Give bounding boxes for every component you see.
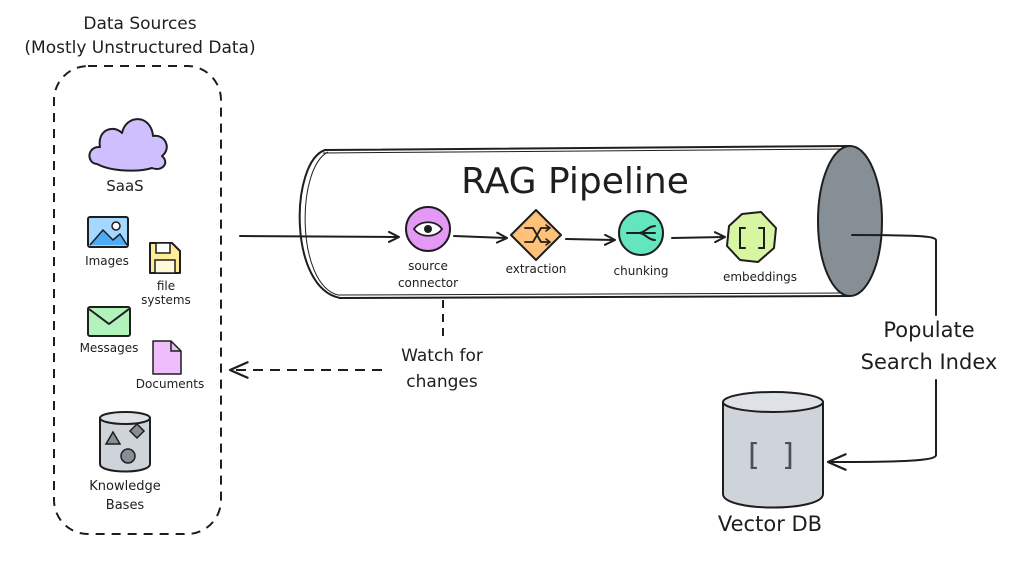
data-sources-title: Data Sources [83,14,196,34]
watch-label-line2: changes [406,372,478,392]
populate-label-line1: Populate [883,318,974,342]
image-icon [87,216,129,248]
data-sources-container [53,65,222,535]
brackets-icon [726,211,777,263]
stage-label-embeddings: embeddings [723,270,797,284]
stage-label-connector: connector [398,276,458,290]
stage-chunking: chunking [614,210,669,278]
arrow-extraction-to-chunking [565,233,616,246]
populate-line-top [851,234,937,316]
stage-label-extraction: extraction [506,262,567,276]
data-sources-subtitle: (Mostly Unstructured Data) [24,38,255,58]
messages-label: Messages [80,341,139,355]
stage-extraction: extraction [506,209,567,276]
database-shapes-icon [99,411,151,473]
pipeline-title: RAG Pipeline [461,161,689,202]
cloud-icon [88,118,168,172]
arrow-connector-to-extraction [453,231,508,244]
watch-label-line1: Watch for [401,346,483,366]
saas-label: SaaS [106,177,143,195]
arrow-chunking-to-embeddings [671,231,726,244]
knowledge-bases-label-line2: Bases [106,498,145,513]
stage-source-connector: source connector [398,206,458,290]
floppy-disk-icon [149,242,181,274]
images-label: Images [85,254,129,268]
vector-db-symbol: [ ] [744,438,798,473]
file-systems-label-line1: file [157,279,175,293]
stage-embeddings: embeddings [723,211,797,284]
sources-to-pipeline-arrow [239,230,400,243]
vector-db-label: Vector DB [718,512,822,536]
vector-db: [ ] [722,391,824,509]
populate-arrow [826,379,937,471]
stage-label-source: source [408,259,448,273]
stage-label-chunking: chunking [614,264,669,278]
pipeline-end-cap [817,145,883,297]
knowledge-bases-label-line1: Knowledge [89,479,160,494]
vector-db-cylinder [722,402,824,509]
documents-label: Documents [136,377,204,391]
pipeline-tube [298,145,883,299]
file-systems-label-line2: systems [141,293,191,307]
document-icon [152,340,182,375]
envelope-icon [87,306,131,337]
data-sources-group: Data Sources (Mostly Unstructured Data) … [24,14,256,535]
populate-label-line2: Search Index [861,350,998,374]
